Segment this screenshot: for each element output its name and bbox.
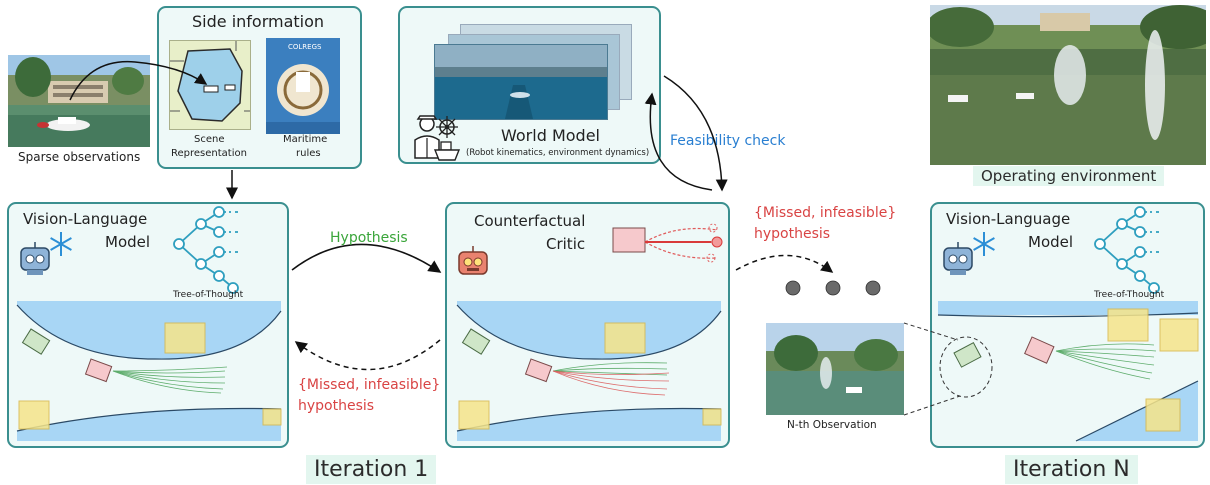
sparse-observation-photo	[8, 55, 150, 147]
vlm-panel-iteration-1: Vision-Language Model Tree-of-Thought	[7, 202, 289, 448]
vlm-title-line1: Vision-Language	[23, 210, 148, 228]
navigation-scene-iteration-1	[16, 301, 282, 441]
counterfactual-critic-panel: Counterfactual Critic	[445, 202, 730, 448]
critic-title-line1: Counterfactual	[474, 212, 586, 230]
side-information-title: Side information	[192, 12, 325, 31]
nth-observation-photo	[766, 323, 904, 415]
missed-left-line1: {Missed, infeasible}	[298, 377, 441, 393]
robot-icon	[943, 242, 973, 275]
missed-top-line2: hypothesis	[754, 226, 831, 242]
sim-frame-front	[434, 44, 608, 120]
captain-icon	[414, 115, 440, 159]
tree-of-thought-icon	[1094, 206, 1162, 294]
rules-label-line2: rules	[296, 148, 321, 159]
nth-observation-label: N-th Observation	[787, 419, 877, 431]
iteration-1-label: Iteration 1	[306, 455, 437, 484]
tree-of-thought-label: Tree-of-Thought	[173, 290, 244, 300]
sparse-observations-label: Sparse observations	[18, 150, 141, 164]
counterfactual-trajectory-icon	[612, 223, 723, 263]
feasibility-check-label: Feasibility check	[670, 133, 786, 149]
world-model-title: World Model	[501, 126, 600, 145]
ship-wheel-icon	[436, 116, 458, 138]
world-model-panel: World Model (Robot kinematics, environme…	[398, 6, 661, 164]
book-title: COLREGS	[288, 43, 322, 51]
navigation-scene-iteration-n	[937, 301, 1199, 442]
operating-environment-label: Operating environment	[973, 166, 1165, 186]
scene-label-line2: Representation	[171, 148, 247, 159]
critic-robot-icon	[458, 246, 488, 275]
world-model-subtitle: (Robot kinematics, environment dynamics)	[466, 148, 650, 158]
iteration-n-label: Iteration N	[1005, 455, 1138, 484]
rules-label-line1: Maritime	[283, 134, 328, 145]
critic-title-line2: Critic	[546, 235, 586, 253]
vlm-title-line2: Model	[105, 233, 151, 251]
scene-label-line1: Scene	[194, 134, 225, 145]
tree-of-thought-label: Tree-of-Thought	[1094, 290, 1165, 300]
missed-left-line2: hypothesis	[298, 398, 375, 414]
snowflake-icon	[973, 232, 995, 256]
ellipsis-dots	[785, 280, 881, 296]
missed-top-line1: {Missed, infeasible}	[754, 205, 897, 221]
hypothesis-label: Hypothesis	[330, 230, 408, 246]
vlm-n-title-line2: Model	[1028, 233, 1074, 251]
operating-environment-photo	[930, 5, 1206, 165]
vlm-panel-iteration-n: Vision-Language Model Tree-of-Thought	[930, 202, 1205, 448]
tree-of-thought-icon	[173, 206, 241, 294]
snowflake-icon	[50, 232, 72, 256]
robot-icon	[20, 242, 50, 275]
scene-map-image	[169, 40, 251, 130]
maritime-rules-book-image: COLREGS	[266, 38, 340, 134]
side-information-panel: Side information Scene Representation CO…	[157, 6, 362, 169]
navigation-scene-critic	[456, 301, 722, 441]
vlm-n-title-line1: Vision-Language	[946, 210, 1071, 228]
cargo-ship-icon	[433, 141, 461, 161]
